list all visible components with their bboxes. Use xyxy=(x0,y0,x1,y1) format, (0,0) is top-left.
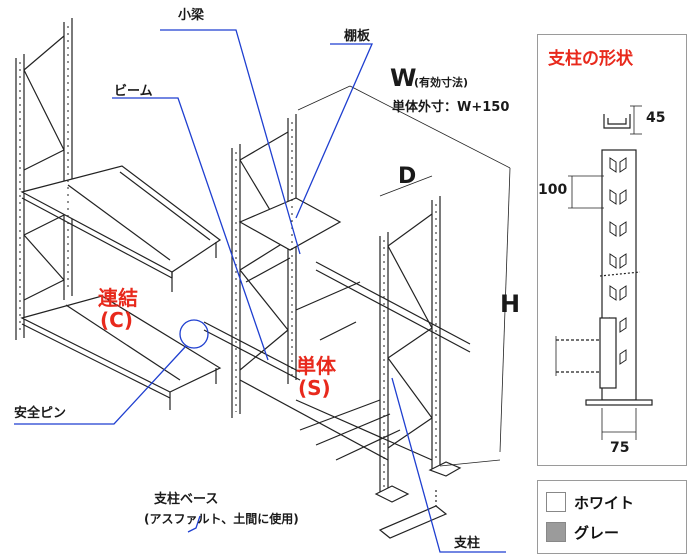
color-legend xyxy=(537,480,687,554)
connected-rack-illustration xyxy=(15,18,222,410)
label-safety-pin: 安全ピン xyxy=(14,406,67,421)
safety-pin-marker xyxy=(179,319,209,349)
swatch-gray xyxy=(546,522,566,542)
upright-holes-left xyxy=(19,26,69,330)
label-renketsu-code: (C) xyxy=(100,308,133,332)
label-depth: D xyxy=(398,164,417,189)
label-renketsu: 連結 xyxy=(98,286,138,310)
swatch-white xyxy=(546,492,566,512)
label-tantai-code: (S) xyxy=(298,376,331,400)
label-post: 支柱 xyxy=(454,536,481,551)
label-post-base-note: (アスファルト、土間に使用) xyxy=(144,512,299,526)
dimension-100: 100 xyxy=(538,182,568,198)
dimension-45: 45 xyxy=(646,110,666,126)
label-beam: ビーム xyxy=(114,84,153,99)
dimension-75: 75 xyxy=(610,440,630,456)
label-tantai: 単体 xyxy=(296,354,336,378)
label-tanaita: 棚板 xyxy=(344,29,371,44)
label-width: W xyxy=(390,64,417,92)
label-outer-size: 単体外寸：W+150 xyxy=(392,100,510,115)
label-height: H xyxy=(500,290,521,318)
post-profile-drawing xyxy=(555,105,653,440)
post-shape-panel xyxy=(537,34,687,466)
upright-holes-middle xyxy=(235,122,437,488)
label-koubari: 小梁 xyxy=(178,8,205,23)
legend-label-gray: グレー xyxy=(574,524,620,542)
label-post-base: 支柱ベース xyxy=(154,492,219,507)
label-width-note: (有効寸法) xyxy=(414,76,469,89)
leader-lines xyxy=(14,29,506,553)
legend-label-white: ホワイト xyxy=(574,494,635,512)
single-rack-illustration xyxy=(203,85,511,503)
post-shape-title: 支柱の形状 xyxy=(548,49,633,69)
